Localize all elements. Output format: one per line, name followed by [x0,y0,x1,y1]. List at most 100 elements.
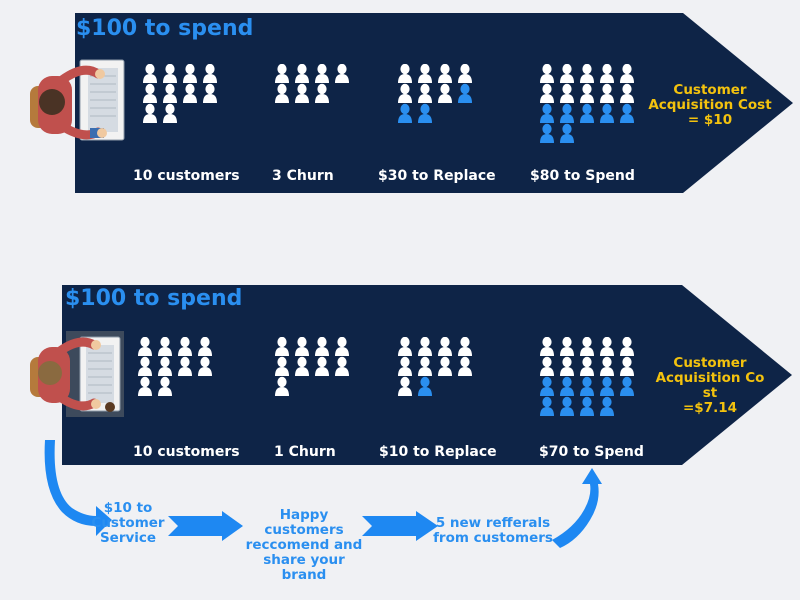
customer-person-icon [275,63,289,83]
panel-2-cac-text: Customer Acquisition Co st =$7.14 [648,356,772,416]
customer-person-icon [560,356,574,376]
panel-2-heading: $100 to spend [65,286,243,311]
customer-person-icon [198,356,212,376]
customer-person-icon [600,63,614,83]
curved-arrow-up [552,468,602,548]
new-customer-person-icon [580,103,594,123]
customer-person-icon [275,356,289,376]
new-customer-person-icon [540,396,554,416]
panel-1-heading: $100 to spend [76,16,254,41]
cac-line: =$7.14 [682,400,737,416]
customer-person-icon [178,336,192,356]
customer-person-icon [295,63,309,83]
flow-line: $10 to [103,500,153,516]
customer-group-icon [275,63,355,109]
flow-line: customers [264,522,344,538]
customer-group-icon [143,63,223,129]
customer-person-icon [315,336,329,356]
customer-person-icon [275,83,289,103]
flow-line: from customers [433,530,553,546]
panel-2-col-replace-label: $10 to Replace [379,444,497,460]
new-customer-person-icon [540,376,554,396]
customer-person-icon [458,356,472,376]
panel-1-col-customers-label: 10 customers [133,168,240,184]
flow-line: Happy [279,507,329,523]
customer-person-icon [158,376,172,396]
customer-person-icon [275,376,289,396]
customer-person-icon [540,356,554,376]
panel-2-col-churn-label: 1 Churn [274,444,336,460]
flow-line: Service [99,530,157,546]
customer-person-icon [560,83,574,103]
straight-arrow-2 [362,511,438,541]
new-customer-person-icon [398,103,412,123]
panel-1-col-churn-label: 3 Churn [272,168,334,184]
customer-person-icon [398,83,412,103]
customer-person-icon [438,63,452,83]
customer-person-icon [398,376,412,396]
panel-1-col-replace-label: $30 to Replace [378,168,496,184]
customer-group-icon [540,63,640,149]
new-customer-person-icon [418,103,432,123]
customer-person-icon [315,83,329,103]
customer-group-icon [398,336,478,402]
customer-person-icon [138,356,152,376]
customer-person-icon [600,356,614,376]
new-customer-person-icon [620,103,634,123]
customer-person-icon [580,356,594,376]
customer-person-icon [295,356,309,376]
customer-icons-grid [275,63,349,103]
customer-person-icon [158,356,172,376]
customer-person-icon [418,63,432,83]
customer-person-icon [458,63,472,83]
customer-icons-grid [138,336,212,396]
flow-line: brand [281,567,327,583]
flow-step-happy-customers: Happy customers reccomend and share your… [244,508,364,583]
new-customer-person-icon [600,376,614,396]
customer-person-icon [335,63,349,83]
new-customer-person-icon [600,103,614,123]
customer-person-icon [203,83,217,103]
new-customer-person-icon [600,396,614,416]
panel-2-col-spend-label: $70 to Spend [539,444,644,460]
customer-person-icon [398,356,412,376]
new-customer-person-icon [580,376,594,396]
cac-line: Customer [673,355,747,371]
customer-person-icon [398,63,412,83]
customer-icons-grid [540,63,634,143]
customer-person-icon [438,356,452,376]
person-at-desk-icon [30,59,125,141]
customer-person-icon [315,63,329,83]
straight-arrow-1 [168,511,243,541]
customer-person-icon [335,336,349,356]
new-customer-person-icon [458,83,472,103]
customer-person-icon [203,63,217,83]
customer-person-icon [620,356,634,376]
customer-person-icon [540,83,554,103]
new-customer-person-icon [620,376,634,396]
customer-icons-grid [275,336,349,396]
new-customer-person-icon [540,123,554,143]
flow-line: reccomend and [245,537,363,553]
customer-person-icon [580,83,594,103]
customer-person-icon [600,83,614,103]
flow-line: share your [263,552,345,568]
customer-person-icon [580,63,594,83]
customer-icons-grid [398,336,472,396]
customer-icons-grid [143,63,217,123]
customer-person-icon [295,83,309,103]
customer-person-icon [600,336,614,356]
customer-person-icon [158,336,172,356]
customer-person-icon [138,336,152,356]
customer-person-icon [198,336,212,356]
cac-line: Acquisition Co [655,370,765,386]
customer-person-icon [418,356,432,376]
customer-person-icon [183,63,197,83]
customer-person-icon [183,83,197,103]
customer-person-icon [275,336,289,356]
customer-person-icon [398,336,412,356]
flow-step-customer-service: $10 to Customer Service [80,501,176,546]
cac-line: Customer [673,82,747,98]
customer-person-icon [163,83,177,103]
new-customer-person-icon [580,396,594,416]
